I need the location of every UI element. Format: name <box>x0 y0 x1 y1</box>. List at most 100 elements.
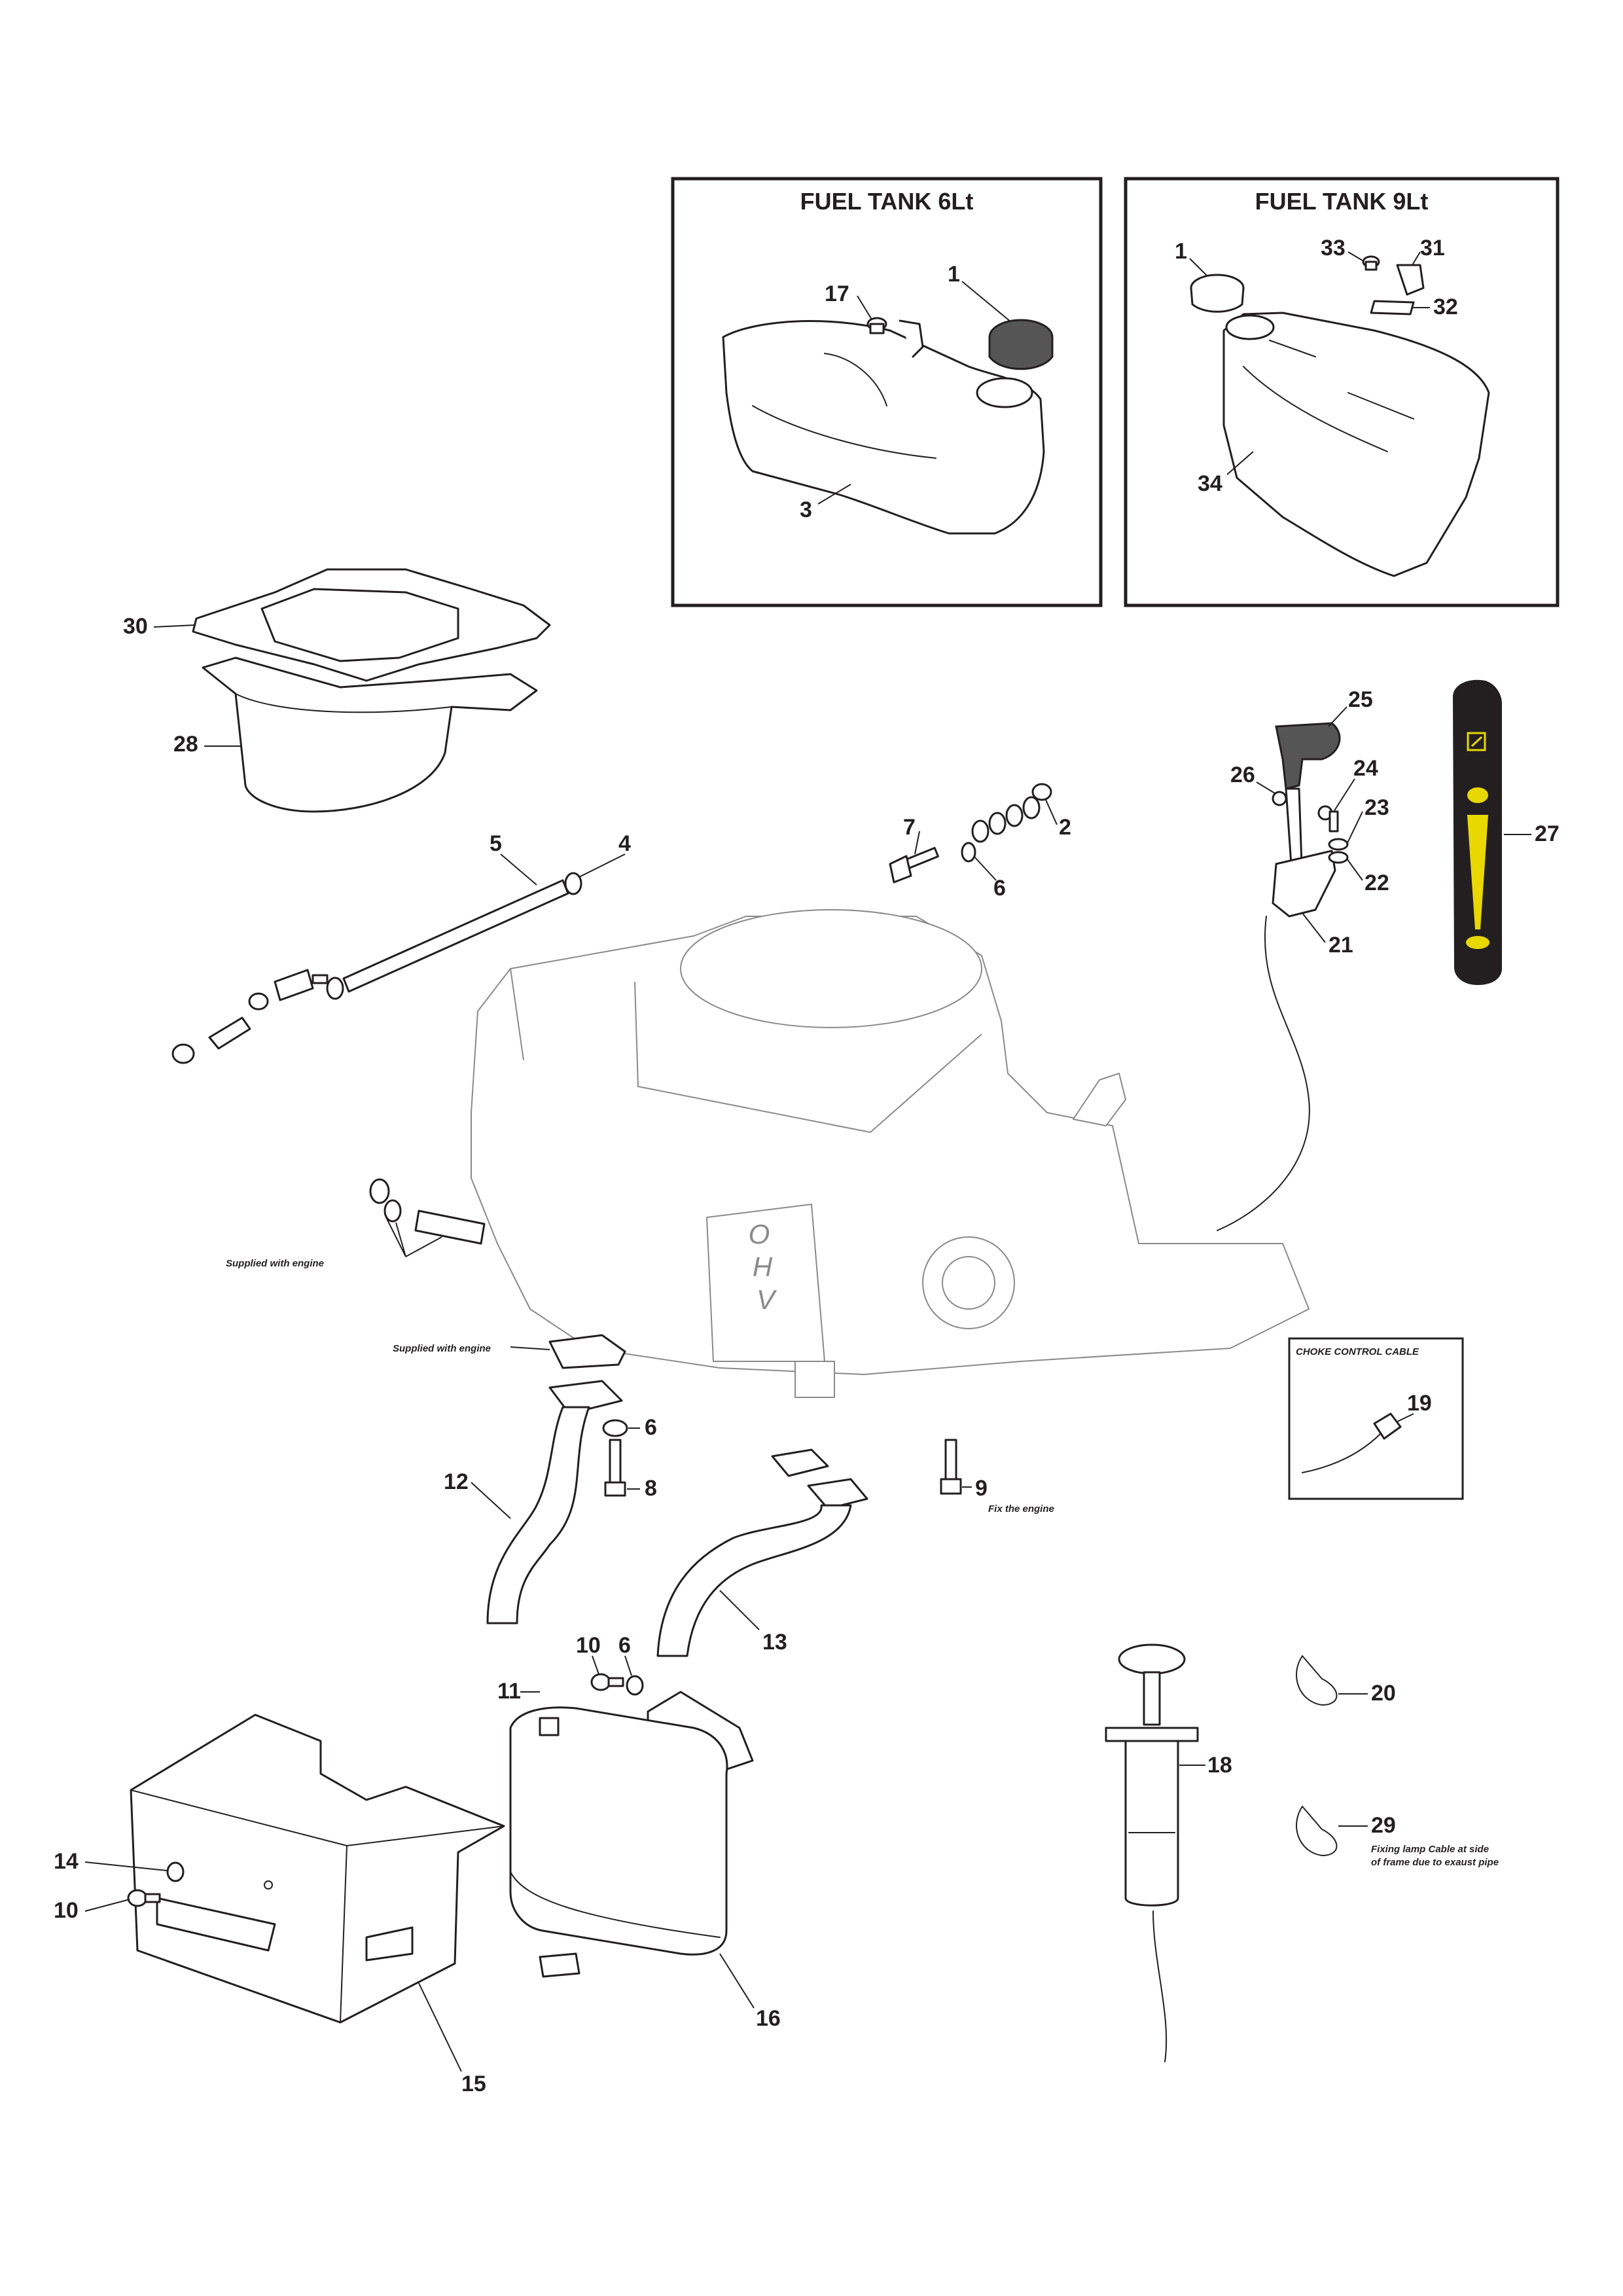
callout-10b: 10 <box>54 1898 79 1923</box>
tank-bracket <box>899 319 924 358</box>
callout-12: 12 <box>444 1469 469 1494</box>
note-fix-the-engine: Fix the engine <box>988 1503 1054 1515</box>
exhaust-pipe-13 <box>656 1504 852 1657</box>
spring-nut-11 <box>539 1717 560 1736</box>
hose-clamp-4b <box>326 977 344 1000</box>
muffler-16-group: 10 6 11 16 <box>497 1633 781 2031</box>
exhaust-pipe-12 <box>486 1406 590 1624</box>
note-supplied-with-engine-b: Supplied with engine <box>393 1343 491 1354</box>
washer-22 <box>1328 851 1349 864</box>
callout-2: 2 <box>1059 815 1071 840</box>
bolt-8 <box>604 1439 626 1497</box>
shield-slot-1 <box>156 1897 276 1952</box>
washer-23 <box>1328 838 1349 851</box>
exhaust-flange-12 <box>548 1380 623 1415</box>
gasket <box>548 1334 626 1369</box>
turtle-icon <box>1466 936 1489 949</box>
screw-24 <box>1329 810 1339 833</box>
callout-13: 13 <box>762 1630 787 1655</box>
fuel-tank-9lt-title: FUEL TANK 9Lt <box>1255 188 1429 215</box>
primer-syringe-18: 18 <box>1105 1643 1232 2062</box>
callout-25: 25 <box>1348 687 1373 712</box>
callout-8: 8 <box>645 1476 657 1501</box>
callout-11: 11 <box>497 1679 521 1704</box>
screw-17 <box>866 317 887 334</box>
bolt-9: 9 Fix the engine <box>940 1439 1054 1515</box>
svg-text:V: V <box>757 1284 777 1315</box>
callout-1a: 1 <box>948 262 960 287</box>
bolt-10a <box>590 1673 624 1691</box>
callout-6b: 6 <box>645 1415 657 1440</box>
callout-15: 15 <box>461 2072 486 2096</box>
nut-26 <box>1272 791 1287 806</box>
fuel-tank-6lt-panel: FUEL TANK 6Lt 17 1 3 <box>671 177 1103 607</box>
choke-cable-19 <box>1302 1433 1382 1473</box>
callout-26: 26 <box>1230 762 1255 787</box>
fuel-hose-5 <box>342 879 569 993</box>
callout-6a: 6 <box>993 876 1006 901</box>
washer-2 <box>1031 783 1052 801</box>
callout-27: 27 <box>1535 821 1560 846</box>
fitting-pipe <box>414 1210 486 1245</box>
hose-elbow <box>208 1016 251 1050</box>
fuel-tank-6lt <box>722 320 1045 535</box>
callout-7: 7 <box>903 815 916 840</box>
svg-text:O: O <box>749 1219 770 1249</box>
callout-21: 21 <box>1329 933 1353 958</box>
screw-33 <box>1362 255 1380 271</box>
engine-fittings: Supplied with engine <box>226 1178 486 1269</box>
fuel-tank-9lt-panel: FUEL TANK 9Lt 1 33 31 32 34 <box>1124 177 1560 607</box>
throttle-control-group: 25 26 24 23 22 21 <box>1217 687 1389 1231</box>
hose-clamp-4 <box>564 872 582 895</box>
choke-cable-frame <box>1288 1337 1464 1500</box>
exhaust-flange-13 <box>807 1478 868 1510</box>
tank-filler-neck <box>976 377 1033 408</box>
exhaust-pipe-13-group: 13 <box>656 1448 868 1657</box>
note-fixing-lamp-1: Fixing lamp Cable at side <box>1371 1844 1489 1855</box>
fuel-hose-group: 5 4 <box>171 831 631 1064</box>
shield-slot-2 <box>365 1926 414 1962</box>
throttle-lever-knob-25 <box>1275 722 1341 790</box>
heat-shield-15-group: 14 10 15 <box>54 1713 505 2096</box>
engine: O H V <box>471 909 1310 1398</box>
callout-24: 24 <box>1353 756 1378 781</box>
callout-17: 17 <box>825 281 849 306</box>
choke-cable-title: CHOKE CONTROL CABLE <box>1296 1346 1419 1357</box>
callout-22: 22 <box>1364 870 1389 895</box>
callout-28: 28 <box>173 732 198 757</box>
throttle-cable <box>1217 916 1310 1231</box>
callout-4: 4 <box>618 831 631 856</box>
heat-shield-15 <box>130 1713 505 2024</box>
callout-33: 33 <box>1321 236 1346 260</box>
callout-16: 16 <box>756 2006 781 2031</box>
callout-34: 34 <box>1198 471 1222 496</box>
washer-14 <box>166 1861 185 1882</box>
callout-6c: 6 <box>618 1633 631 1658</box>
tank-9lt-neck <box>1225 314 1275 340</box>
exhaust-pipe-12-group: Supplied with engine 6 8 12 <box>393 1334 657 1624</box>
callout-29: 29 <box>1371 1813 1396 1838</box>
fuel-tank-9lt <box>1222 312 1490 577</box>
bracket-31 <box>1396 264 1425 296</box>
callout-5: 5 <box>490 831 502 856</box>
callout-1b: 1 <box>1175 239 1187 264</box>
note-fixing-lamp-2: of frame due to exaust pipe <box>1371 1857 1499 1868</box>
bolt-10b <box>127 1889 161 1907</box>
callout-14: 14 <box>54 1849 79 1874</box>
rabbit-icon <box>1467 787 1488 803</box>
svg-text:H: H <box>753 1251 773 1282</box>
callout-18: 18 <box>1207 1753 1232 1778</box>
spring-washers <box>971 796 1041 843</box>
fuel-tank-6lt-title: FUEL TANK 6Lt <box>800 188 974 215</box>
throttle-decal-27: 27 <box>1453 679 1560 985</box>
fuel-tank-6lt-frame <box>671 177 1103 607</box>
battery-tray-28 <box>202 656 538 813</box>
battery-tray-group: 30 28 <box>123 568 551 813</box>
callout-9: 9 <box>975 1476 988 1501</box>
washer-6b <box>602 1419 628 1437</box>
callout-20: 20 <box>1371 1681 1396 1706</box>
fuel-tank-9lt-frame <box>1124 177 1560 607</box>
washer-6c <box>626 1675 644 1696</box>
callout-19: 19 <box>1407 1391 1432 1416</box>
